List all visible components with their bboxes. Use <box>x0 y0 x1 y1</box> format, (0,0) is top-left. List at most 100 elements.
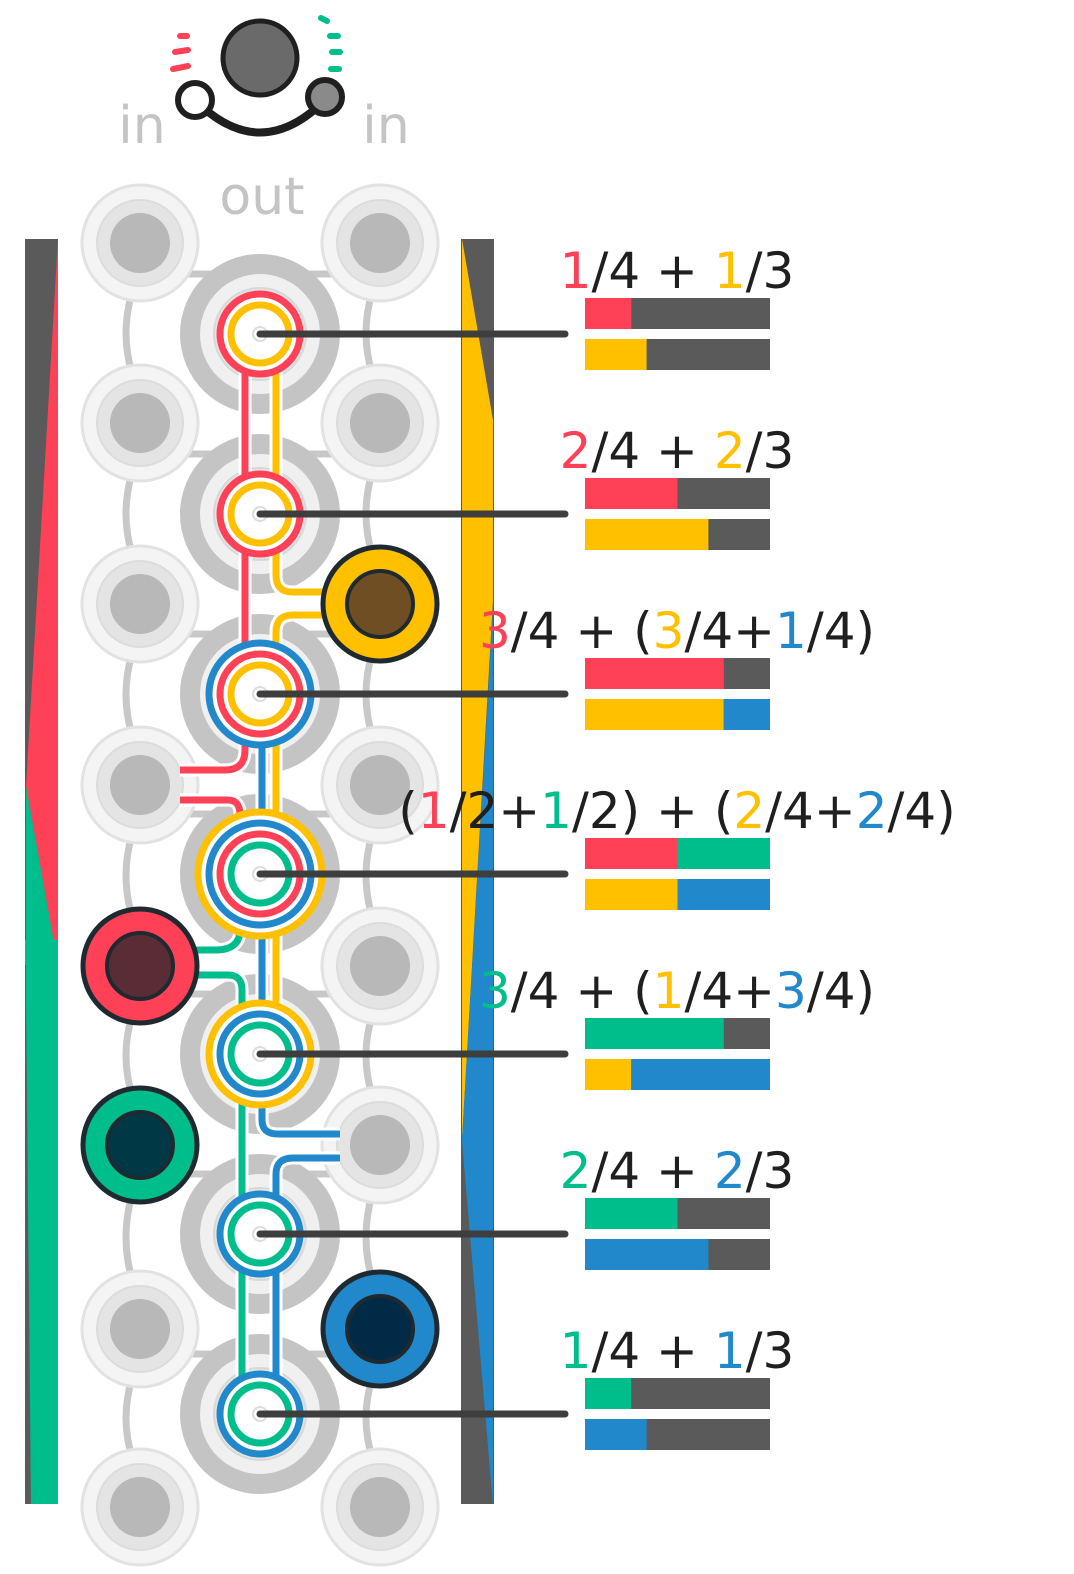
equation-part: /4 + <box>591 422 713 480</box>
side-jack[interactable] <box>320 906 440 1026</box>
equation-part: 3 <box>479 962 511 1020</box>
equation-part: /4+ <box>765 782 856 840</box>
equation-part: /4) <box>807 962 875 1020</box>
yellow-wire-branch <box>272 611 340 1054</box>
red-wire <box>180 334 249 774</box>
equation-part: /4) <box>807 602 875 660</box>
side-jack[interactable] <box>320 363 440 483</box>
mix-bar-b <box>585 699 770 730</box>
equation-part: /4+ <box>684 602 775 660</box>
green-bar-segment <box>677 838 770 869</box>
equation-part: 1 <box>714 1322 746 1380</box>
equation-part: /4 + ( <box>511 962 653 1020</box>
knob[interactable] <box>220 18 300 98</box>
side-jack[interactable] <box>80 1447 200 1567</box>
green-input-jack[interactable] <box>80 1085 200 1205</box>
bars <box>585 298 770 1450</box>
green-tick-marks <box>318 15 343 72</box>
equation-part: 1 <box>560 1322 592 1380</box>
green-bar-segment <box>585 1378 632 1409</box>
equation-part: 2 <box>560 1142 592 1200</box>
yellow-input-jack[interactable] <box>320 544 440 664</box>
blue-wire-branch <box>272 1154 340 1414</box>
green-wire-branch <box>180 971 246 1414</box>
in-right-label: in <box>362 96 409 156</box>
blue-input-jack[interactable] <box>320 1269 440 1389</box>
mix-bar-a <box>585 838 770 869</box>
equation-part: 2 <box>560 422 592 480</box>
side-jack[interactable] <box>80 725 200 845</box>
red-bar-segment <box>585 298 632 329</box>
red-bar-segment <box>585 478 678 509</box>
side-jack[interactable] <box>80 183 200 303</box>
mix-bar-a <box>585 1018 770 1049</box>
mix-bar-a <box>585 478 770 509</box>
mix-bar-b <box>585 1239 770 1270</box>
yellow-bar-segment <box>585 519 709 550</box>
equation-part: /2+ <box>450 782 541 840</box>
equation-part: /3 <box>746 242 795 300</box>
output-ring-stack <box>194 808 326 940</box>
switch-right-node[interactable] <box>305 77 345 117</box>
mix-bar-b <box>585 339 770 370</box>
equation-part: 2 <box>733 782 765 840</box>
blue-bar-segment <box>585 1239 709 1270</box>
rail-arc <box>122 472 136 555</box>
left-gauge <box>25 239 58 1504</box>
side-jack[interactable] <box>320 183 440 303</box>
mix-bar-a <box>585 1198 770 1229</box>
side-jack[interactable] <box>320 1085 440 1205</box>
yellow-bar-segment <box>585 339 647 370</box>
green-bar-segment <box>585 1198 678 1229</box>
equation-part: /2) + ( <box>572 782 733 840</box>
side-jack[interactable] <box>320 725 440 845</box>
equation-part: 3 <box>479 602 511 660</box>
out-label: out <box>219 167 304 227</box>
equation-part: 1 <box>560 242 592 300</box>
leader-lines <box>256 330 569 1418</box>
side-jack[interactable] <box>80 1269 200 1389</box>
mix-bar-a <box>585 298 770 329</box>
equation-part: 1 <box>775 602 807 660</box>
red-input-jack[interactable] <box>80 906 200 1026</box>
equation-part: /3 <box>746 1142 795 1200</box>
side-jack[interactable] <box>80 363 200 483</box>
side-jack[interactable] <box>320 1447 440 1567</box>
blue-bar-segment <box>585 1419 647 1450</box>
mix-bar-b <box>585 879 770 910</box>
equation-part: /4 + <box>591 1322 713 1380</box>
rail-arc <box>122 834 136 917</box>
equation-part: /4 + ( <box>511 602 653 660</box>
equation-label: 3/4 + (1/4+3/4) <box>479 962 875 1020</box>
equation-part: /3 <box>746 1322 795 1380</box>
equation-part: /3 <box>746 422 795 480</box>
equation-part: /4 + <box>591 242 713 300</box>
rail-arc <box>122 1194 136 1280</box>
top-control: in in out <box>118 15 410 227</box>
equation-part: 2 <box>714 422 746 480</box>
equation-label: 2/4 + 2/3 <box>560 1142 795 1200</box>
equation-part: 3 <box>775 962 807 1020</box>
equation-part: 1 <box>714 242 746 300</box>
equation-part: ( <box>398 782 418 840</box>
equation-part: /4) <box>888 782 956 840</box>
switch-left-node[interactable] <box>175 80 215 120</box>
equation-label: (1/2+1/2) + (2/4+2/4) <box>398 782 955 840</box>
in-left-label: in <box>118 96 165 156</box>
rail-arc <box>122 291 136 375</box>
input-jacks <box>80 544 440 1389</box>
rail-arc <box>122 1014 136 1097</box>
red-bar-segment <box>585 838 678 869</box>
equation-part: /4+ <box>684 962 775 1020</box>
blue-bar-segment <box>631 1059 770 1090</box>
side-jack[interactable] <box>80 544 200 664</box>
equation-part: 1 <box>418 782 450 840</box>
blue-wire <box>258 694 340 1138</box>
mix-bar-a <box>585 1378 770 1409</box>
mix-bar-b <box>585 519 770 550</box>
equation-part: 3 <box>653 602 685 660</box>
equation-part: 1 <box>653 962 685 1020</box>
red-tick-marks <box>170 33 191 72</box>
mix-bar-b <box>585 1059 770 1090</box>
